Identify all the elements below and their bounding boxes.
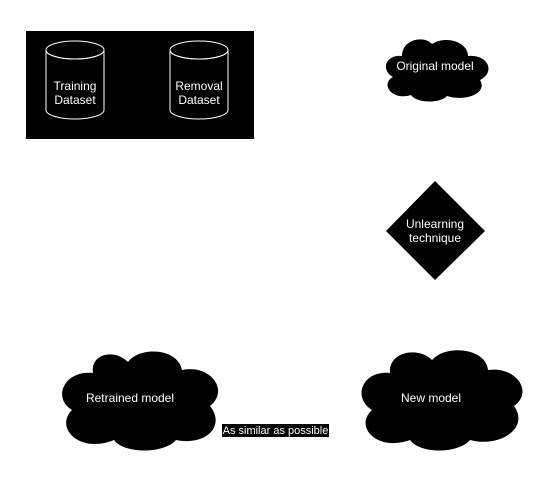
unlearning-technique-node[interactable]: Unlearning technique [386, 181, 485, 280]
removal-dataset-label-line1: Removal [175, 79, 222, 93]
unlearning-technique-diamond [386, 181, 485, 280]
similarity-label-background [222, 424, 329, 437]
original-model-label: Original model [396, 59, 473, 73]
training-dataset-node[interactable]: Training Dataset [45, 40, 105, 120]
new-model-label: New model [401, 391, 461, 405]
training-dataset-cylinder-rim [45, 49, 105, 60]
removal-dataset-cylinder-rim [169, 49, 229, 60]
training-dataset-label-line1: Training [54, 79, 97, 93]
retrained-model-node[interactable]: Retrained model [62, 351, 219, 451]
new-model-node[interactable]: New model [361, 350, 523, 451]
retrained-model-label: Retrained model [86, 391, 174, 405]
removal-dataset-label-line2: Dataset [178, 93, 220, 107]
removal-dataset-cylinder [169, 50, 229, 120]
original-model-cloud [385, 39, 489, 102]
unlearning-technique-label-line1: Unlearning [406, 217, 464, 231]
original-model-node[interactable]: Original model [385, 39, 489, 102]
removal-dataset-node[interactable]: Removal Dataset [169, 40, 229, 120]
training-dataset-cylinder [45, 50, 105, 120]
unlearning-technique-label-line2: technique [409, 231, 461, 245]
similarity-edge-label: As similar as possible [222, 424, 329, 437]
new-model-cloud [361, 350, 523, 451]
dataset-group[interactable]: Training Dataset Removal Dataset [26, 31, 254, 139]
retrained-model-cloud [62, 351, 219, 451]
training-dataset-label-line2: Dataset [54, 93, 96, 107]
similarity-label-text: As similar as possible [223, 425, 329, 437]
